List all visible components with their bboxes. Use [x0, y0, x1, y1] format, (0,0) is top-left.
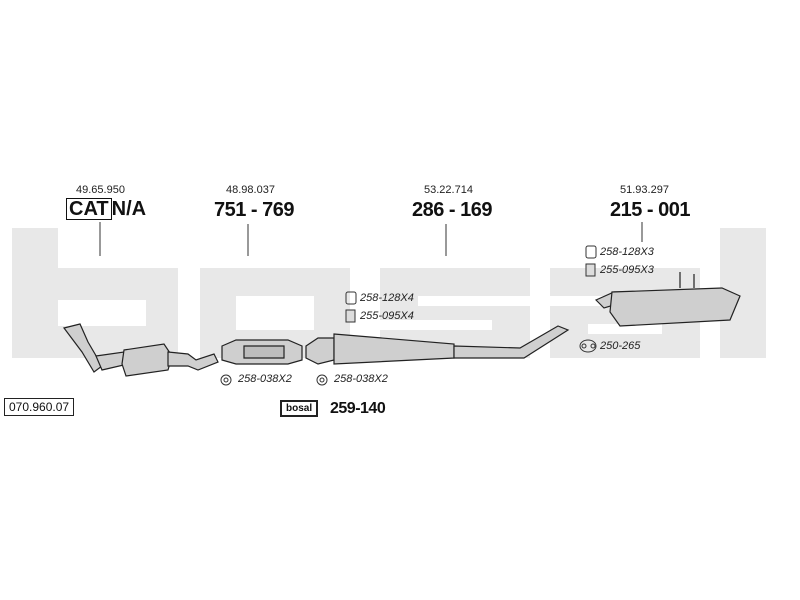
- intermediate-pipe: [221, 339, 303, 365]
- cat-label: CAT: [66, 198, 112, 220]
- accessory-code[interactable]: 258-038X2: [334, 373, 388, 385]
- accessory-code[interactable]: 258-128X3: [600, 246, 654, 258]
- accessory-code[interactable]: 258-038X2: [238, 373, 292, 385]
- part-number[interactable]: 286 - 169: [412, 199, 493, 221]
- cat-value: N/A: [111, 198, 147, 220]
- part-number[interactable]: 215 - 001: [610, 199, 691, 221]
- bolt-icon: [585, 263, 596, 277]
- rear-muffler: [594, 272, 741, 327]
- accessory-code[interactable]: 255-095X3: [600, 264, 654, 276]
- clamp-icon: [345, 291, 357, 305]
- front-pipe-catalyst: [62, 323, 219, 377]
- rubber-mount-icon: [579, 339, 597, 353]
- leader-lines: [99, 222, 643, 256]
- accessory-code[interactable]: 250-265: [600, 340, 641, 352]
- oe-number: 53.22.714: [424, 184, 473, 196]
- center-muffler: [305, 325, 570, 365]
- oe-number: 49.65.950: [76, 184, 125, 196]
- mounting-kit-part[interactable]: 259-140: [330, 400, 386, 417]
- diagram-reference: 070.960.07: [4, 398, 75, 416]
- bolt-icon: [345, 309, 356, 323]
- oe-number: 51.93.297: [620, 184, 669, 196]
- nut-icon: [316, 374, 328, 386]
- accessory-code[interactable]: 258-128X4: [360, 292, 414, 304]
- part-number[interactable]: 751 - 769: [214, 199, 295, 221]
- clamp-icon: [585, 245, 597, 259]
- accessory-code[interactable]: 255-095X4: [360, 310, 414, 322]
- bosal-logo: bosal: [280, 400, 319, 417]
- nut-icon: [220, 374, 232, 386]
- oe-number: 48.98.037: [226, 184, 275, 196]
